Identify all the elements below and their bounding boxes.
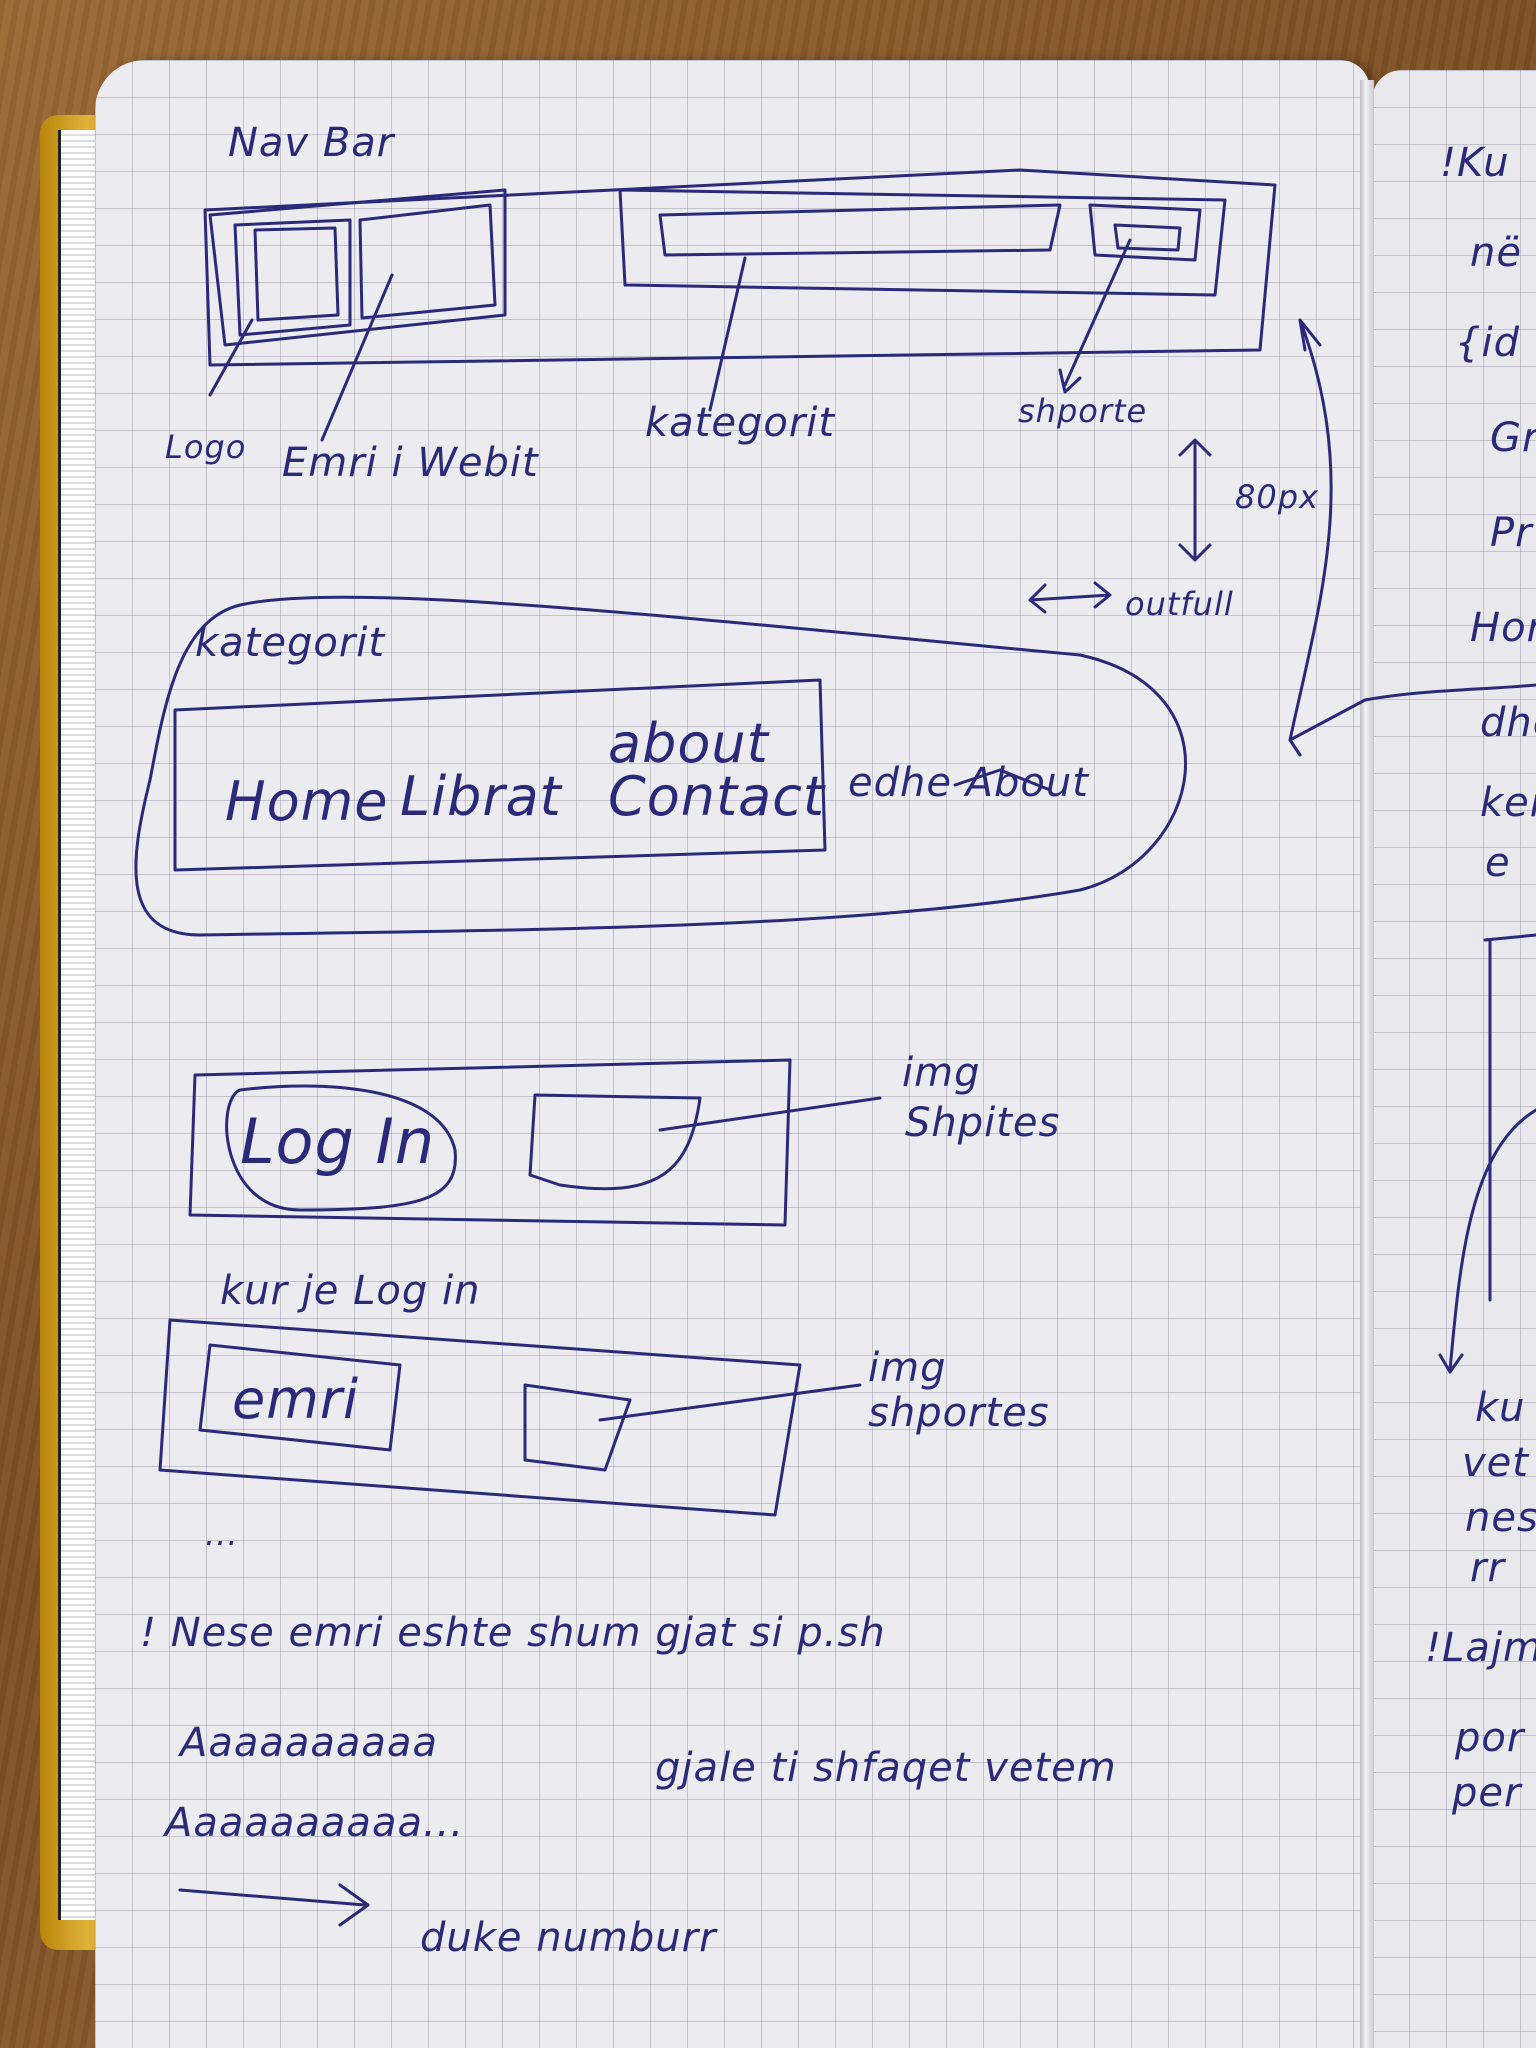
logged-cart-label-1: img <box>868 1345 947 1391</box>
logged-name-label: emri <box>232 1368 360 1431</box>
right-frag-0: !Ku <box>1440 140 1510 186</box>
right-frag-14: por <box>1455 1715 1525 1761</box>
kategorit-title: kategorit <box>195 620 386 666</box>
logo-label: Logo <box>165 428 247 466</box>
right-frag-8: e <box>1485 840 1511 886</box>
right-frag-1: në <box>1470 230 1522 276</box>
curved-arrow <box>1288 318 1536 757</box>
nav-item-home: Home <box>225 770 389 833</box>
note-arrow <box>178 1883 370 1927</box>
shporte-label: shporte <box>1018 392 1148 430</box>
kategorit-side-note: edhe About <box>848 760 1089 806</box>
right-page-curve <box>1438 1108 1536 1374</box>
note-line-2: Aaaaaaaaaa <box>180 1720 438 1766</box>
notebook-page-left <box>95 60 1370 2048</box>
right-page-box <box>1483 933 1536 1302</box>
kategorit-blob <box>134 595 1187 937</box>
logo-box-outer <box>233 218 352 337</box>
kategorit-inner-box <box>173 678 827 872</box>
right-frag-12: rr <box>1470 1545 1505 1591</box>
notebook-spine <box>1360 80 1374 2048</box>
right-frag-5: Hor <box>1470 605 1536 651</box>
note-line-3: Aaaaaaaaaa... <box>165 1800 465 1846</box>
name-pointer <box>320 273 394 442</box>
right-frag-4: Pr <box>1490 510 1533 556</box>
right-frag-11: nes <box>1465 1495 1536 1541</box>
note-line-2b: gjale ti shfaqet vetem <box>655 1745 1117 1791</box>
about-strike <box>953 768 1052 792</box>
logged-ellipsis: ... <box>205 1515 239 1553</box>
cart-box-inner <box>1113 223 1182 252</box>
cart-pointer <box>1058 238 1132 394</box>
navbar-outer-box <box>203 168 1277 367</box>
logo-box-inner <box>253 226 340 322</box>
cart-box <box>1088 203 1202 262</box>
navbar-title: Nav Bar <box>228 120 395 166</box>
logged-cart-box <box>523 1383 632 1472</box>
nav-item-librat: Librat <box>400 765 562 828</box>
logged-cart-pointer <box>598 1383 862 1422</box>
kategorit-pointer <box>708 256 747 412</box>
login-caption: kur je Log in <box>220 1268 481 1314</box>
navbar-left-group <box>208 188 507 347</box>
right-frag-10: vet <box>1462 1440 1529 1486</box>
navbar-right-group <box>618 188 1227 297</box>
right-frag-6: dhe <box>1480 700 1536 746</box>
note-line-4: duke numburr <box>420 1915 717 1961</box>
right-frag-3: Gr <box>1490 415 1536 461</box>
login-cart-label-1: img <box>902 1050 981 1096</box>
right-frag-2: {id <box>1455 320 1520 366</box>
note-line-1: ! Nese emri eshte shum gjat si p.sh <box>140 1610 886 1656</box>
login-cart-pointer <box>658 1096 882 1132</box>
login-cart-box <box>528 1093 702 1191</box>
login-outer-box <box>188 1058 792 1227</box>
height-note: 80px <box>1235 478 1319 516</box>
emri-label: Emri i Webit <box>282 440 539 486</box>
login-cart-label-2: Shpites <box>905 1100 1061 1146</box>
right-frag-15: per <box>1452 1770 1522 1816</box>
login-button-label: Log In <box>240 1105 436 1178</box>
logged-cart-label-2: shportes <box>868 1390 1050 1436</box>
right-frag-7: ker <box>1480 780 1536 826</box>
kategorit-box <box>658 203 1062 257</box>
right-frag-13: !Lajm <box>1425 1625 1536 1671</box>
logged-outer-box <box>158 1318 802 1517</box>
logo-pointer <box>208 318 254 397</box>
notebook-page-right <box>1372 70 1536 2048</box>
login-button-shape <box>225 1084 457 1212</box>
nav-item-contact: Contact <box>608 765 826 828</box>
kategorit-label: kategorit <box>645 400 836 446</box>
width-note: outfull <box>1125 585 1234 623</box>
logged-name-box <box>198 1343 402 1452</box>
right-frag-9: ku <box>1475 1385 1526 1431</box>
name-box <box>358 203 497 320</box>
width-arrow <box>1028 581 1112 614</box>
nav-item-about: about <box>608 712 769 775</box>
height-arrow <box>1178 438 1212 562</box>
